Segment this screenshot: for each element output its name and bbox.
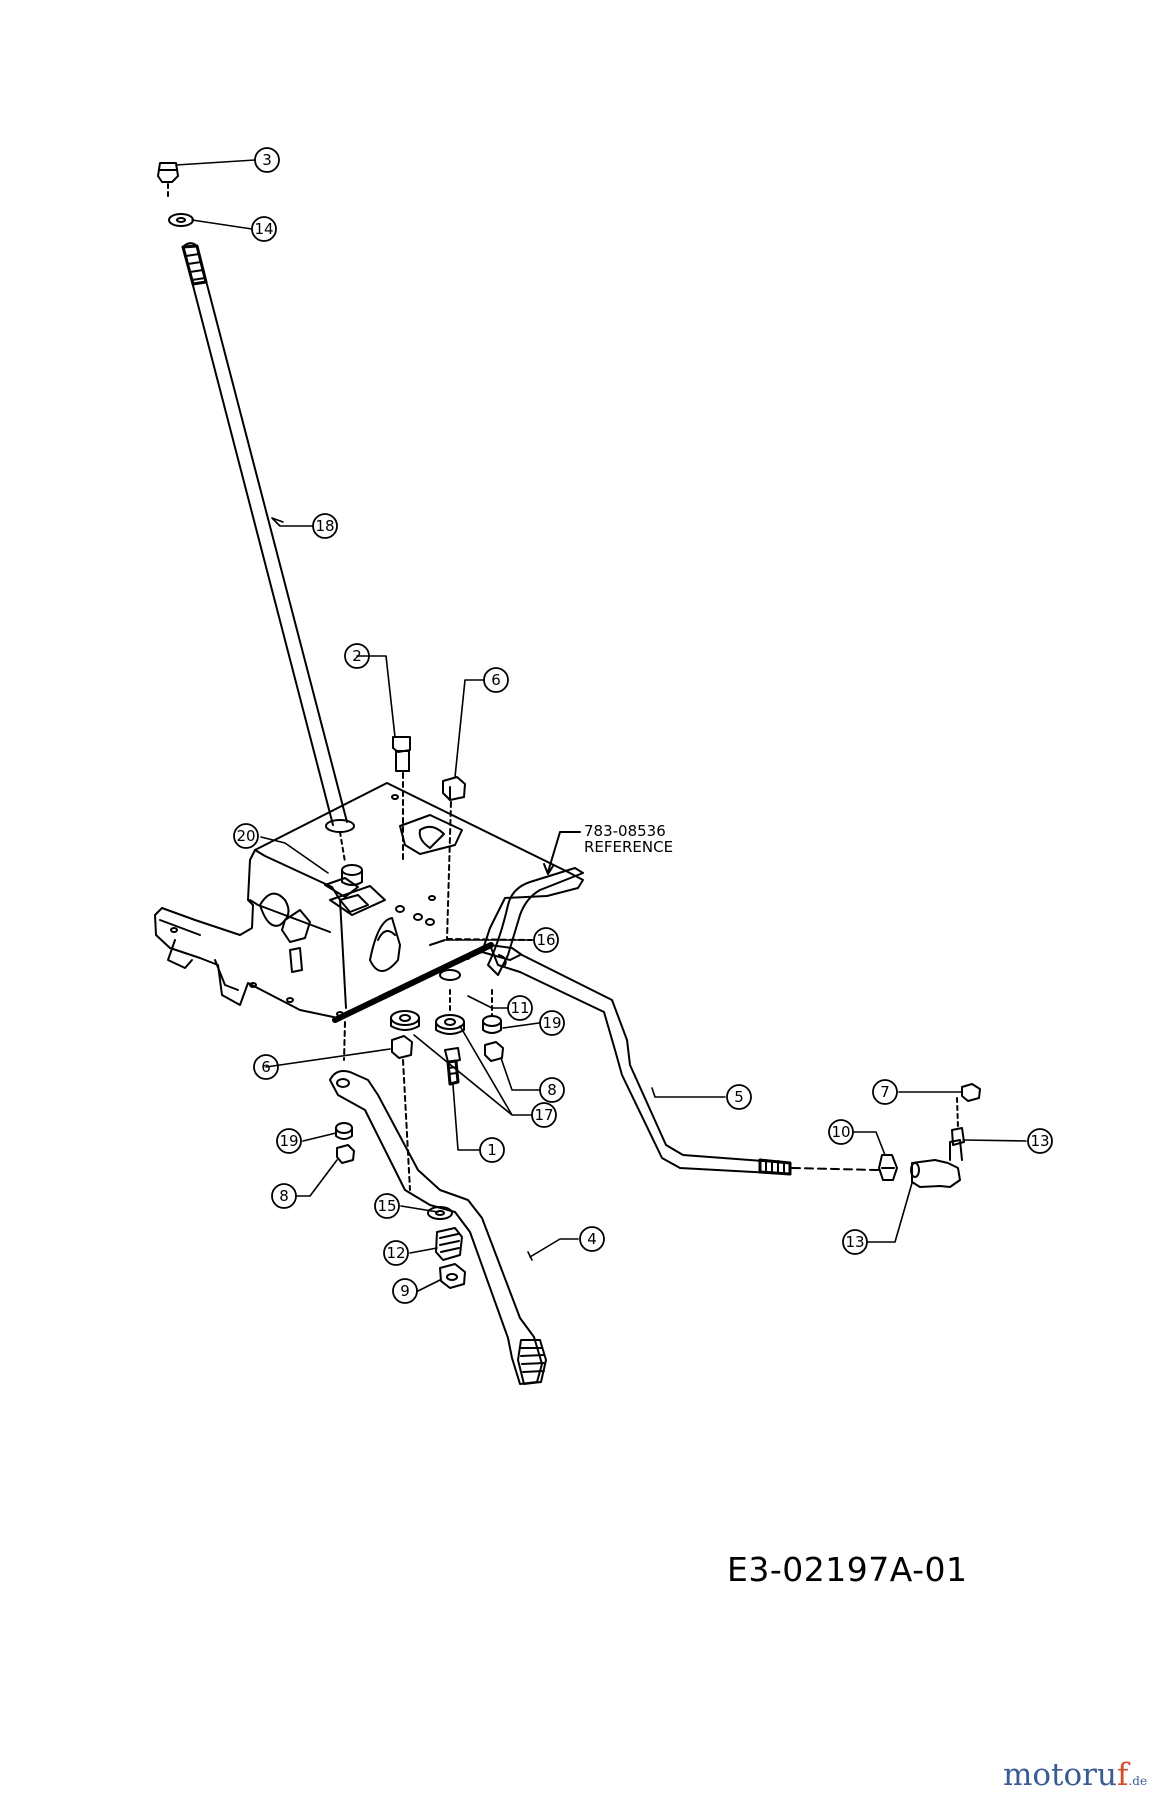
part-jam-nut [878, 1154, 898, 1181]
callout-labels: 3 14 18 2 6 20 16 11 19 6 8 17 1 5 7 10 … [236, 151, 1049, 1300]
part-ball-joint [910, 1097, 965, 1188]
callout-16: 16 [536, 931, 555, 949]
part-spacers [390, 989, 465, 1035]
callout-8-right: 8 [547, 1081, 557, 1099]
callout-3: 3 [262, 151, 272, 169]
part-washer-nut-left [335, 1122, 355, 1164]
callout-6-lower: 6 [261, 1058, 271, 1076]
part-frame-plate [154, 782, 584, 1061]
callout-7: 7 [880, 1083, 890, 1101]
callout-15: 15 [377, 1197, 396, 1215]
brand-accent-letter: f [1116, 1757, 1129, 1793]
part-lock-nut [439, 1263, 466, 1289]
part-bolt-lower [444, 1047, 461, 1086]
callout-8-left: 8 [279, 1187, 289, 1205]
reference-part-number: 783-08536 [584, 822, 666, 840]
callout-5: 5 [734, 1088, 744, 1106]
callout-13-lower: 13 [845, 1233, 864, 1251]
callout-11: 11 [510, 999, 529, 1017]
part-nut-lower [391, 1035, 413, 1191]
part-washer-top [168, 213, 194, 227]
callout-4: 4 [587, 1230, 597, 1248]
part-nut-upper [442, 776, 466, 941]
brand-name: motoru [1003, 1757, 1117, 1793]
callout-12: 12 [386, 1244, 405, 1262]
callout-14: 14 [254, 220, 273, 238]
callout-17: 17 [534, 1106, 553, 1124]
part-spring [435, 1227, 463, 1261]
callout-20: 20 [236, 827, 255, 845]
part-pin [429, 938, 533, 946]
part-bolt-top [157, 162, 179, 201]
callout-19-left: 19 [279, 1132, 298, 1150]
part-washer-nut-right [482, 989, 504, 1062]
brand-tld: .de [1128, 1774, 1148, 1788]
part-drag-link [489, 944, 879, 1176]
leader-lines [175, 159, 1027, 1292]
callout-13-upper: 13 [1030, 1132, 1049, 1150]
part-nut-ball-joint [961, 1083, 981, 1102]
reference-word: REFERENCE [584, 838, 673, 856]
part-bolt-center [392, 736, 411, 861]
reference-leader [543, 831, 581, 875]
callout-9: 9 [400, 1282, 410, 1300]
callout-2: 2 [352, 647, 362, 665]
callout-6-upper: 6 [491, 671, 501, 689]
callout-1: 1 [487, 1141, 497, 1159]
part-tie-rod [329, 1070, 547, 1385]
part-steering-shaft [181, 242, 355, 863]
reference-label: 783-08536 REFERENCE [584, 822, 673, 856]
brand-logo: motoruf.de [1003, 1757, 1147, 1793]
part-steering-bracket [481, 867, 584, 976]
callout-18: 18 [315, 517, 334, 535]
drawing-code: E3-02197A-01 [727, 1550, 968, 1589]
part-bushing [341, 864, 363, 886]
callout-19-right: 19 [542, 1014, 561, 1032]
part-bushing-lower [427, 1206, 453, 1220]
callout-circles [233, 147, 1053, 1304]
callout-10: 10 [831, 1123, 850, 1141]
